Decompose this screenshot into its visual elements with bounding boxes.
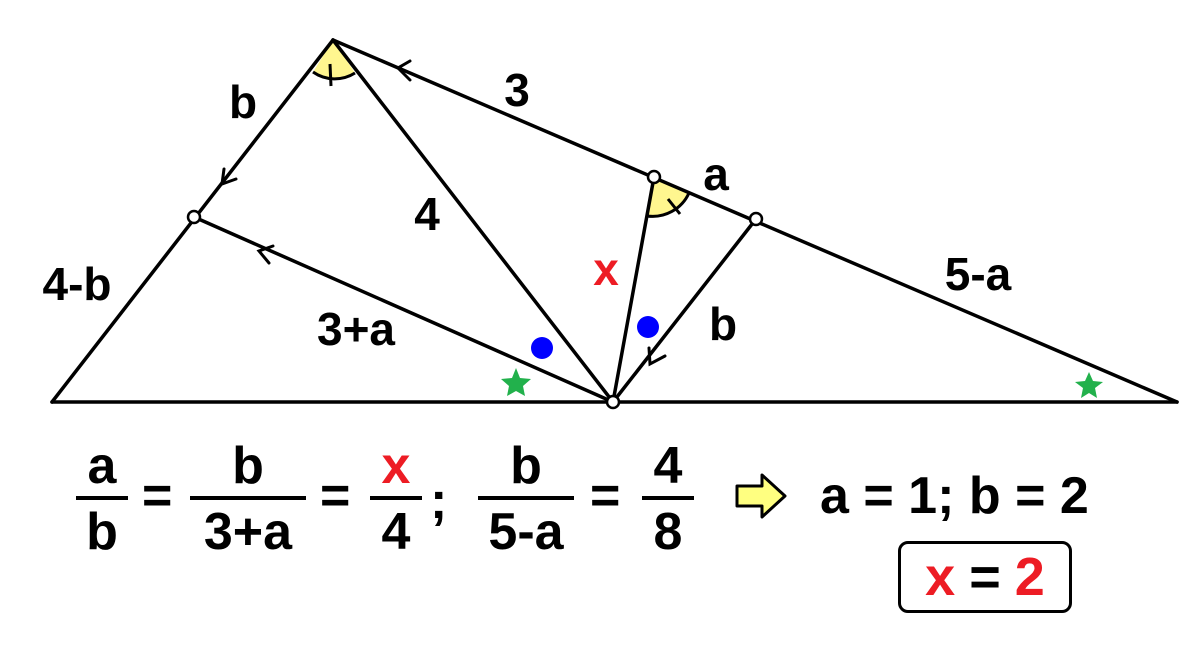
label-b-right: b xyxy=(709,298,737,350)
result-a-b: a = 1; b = 2 xyxy=(820,467,1089,525)
q-angle-tick xyxy=(666,198,682,215)
arrow-parallel-left-icon xyxy=(256,244,275,265)
point-p xyxy=(186,209,202,225)
fraction-b-over-5-minus-a: b 5-a xyxy=(478,440,574,558)
point-f xyxy=(605,394,621,410)
equals-sign: = xyxy=(320,467,351,525)
fraction-x-over-4: x 4 xyxy=(370,440,422,558)
label-4: 4 xyxy=(414,188,440,240)
answer-value: 2 xyxy=(1014,547,1045,607)
fraction-a-over-b: a b xyxy=(76,440,128,558)
label-3-plus-a: 3+a xyxy=(317,303,395,355)
label-x: x xyxy=(593,243,619,295)
apex-angle-marker xyxy=(313,40,355,79)
label-4-minus-b: 4-b xyxy=(43,258,112,310)
equals-sign: = xyxy=(590,467,621,525)
parallel-right xyxy=(611,217,758,404)
parallel-left xyxy=(192,215,615,404)
answer-var: x xyxy=(925,547,956,607)
label-5-minus-a: 5-a xyxy=(945,248,1012,300)
apex-angle-arc xyxy=(312,70,356,81)
arrow-top-icon xyxy=(395,59,412,82)
arrow-left-icon xyxy=(220,167,238,187)
main-triangle xyxy=(50,38,1179,404)
q-angle-arc xyxy=(646,192,691,218)
fraction-b-over-3-plus-a: b 3+a xyxy=(190,440,306,558)
point-q xyxy=(646,169,662,185)
label-top-side: 3 xyxy=(504,64,530,116)
points xyxy=(186,169,764,410)
dot-marker-right xyxy=(637,316,659,338)
star-icon-left xyxy=(501,368,531,396)
cevian-4 xyxy=(331,38,615,404)
segment-x xyxy=(611,175,656,404)
label-a: a xyxy=(703,148,729,200)
arrow-parallel-right-icon xyxy=(647,346,667,367)
label-b-left: b xyxy=(229,76,257,128)
dot-marker-left xyxy=(531,337,553,359)
answer-box: x = 2 xyxy=(898,541,1072,613)
fraction-4-over-8: 4 8 xyxy=(642,440,694,558)
apex-angle-tick xyxy=(328,63,333,87)
implies-arrow-icon xyxy=(735,473,787,519)
answer-equals: = xyxy=(969,547,1001,607)
semicolon: ; xyxy=(430,472,448,530)
star-icon-right xyxy=(1075,372,1103,398)
point-r xyxy=(748,211,764,227)
parallel-arrows xyxy=(220,59,667,367)
equals-sign: = xyxy=(142,467,173,525)
